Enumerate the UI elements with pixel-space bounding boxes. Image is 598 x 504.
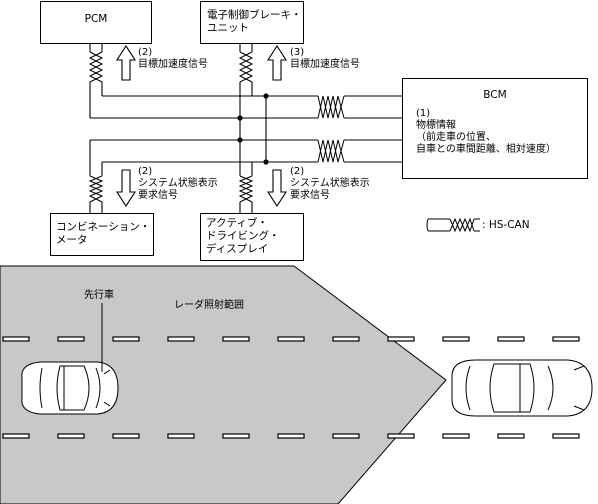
bcm-signal-number: (1) [416, 108, 431, 119]
own-vehicle-icon [451, 359, 593, 417]
bcm-signal-text1: 物標情報 [416, 120, 456, 131]
legend-hs-can-icon [426, 217, 480, 233]
meter-signal-number: (2) [138, 166, 153, 177]
lead-vehicle-icon [21, 361, 119, 415]
pcm-signal-number: (2) [138, 47, 153, 58]
meter-box: コンビネーション・ メータ [50, 213, 154, 256]
radar-range-label: レーダ照射範囲 [174, 300, 244, 311]
add-signal-text1: システム状態表示 [290, 178, 370, 189]
twisted-pair-icons [88, 51, 345, 203]
radar-scene [0, 265, 447, 504]
bcm-signal-text3: 自車との車間距離、相対速度） [416, 144, 556, 155]
ebcu-box: 電子制御ブレーキ・ ユニット [200, 1, 304, 44]
pcm-signal-label: (2) 目標加速度信号 [138, 47, 208, 71]
add-label-line1: アクティブ・ [206, 217, 268, 229]
pcm-box: PCM [40, 1, 152, 44]
add-box: アクティブ・ ドライビング・ ディスプレイ [200, 213, 304, 261]
add-signal-text2: 要求信号 [290, 190, 330, 201]
meter-signal-text2: 要求信号 [138, 190, 178, 201]
bcm-box: BCM [402, 78, 588, 179]
meter-label-line2: メータ [56, 234, 88, 246]
ebcu-label-line1: 電子制御ブレーキ・ [207, 9, 302, 21]
legend-label: : HS-CAN [482, 219, 530, 231]
ebcu-signal-label: (3) 目標加速度信号 [290, 47, 360, 71]
add-label-line2: ドライビング・ [206, 230, 280, 242]
bcm-label: BCM [483, 89, 507, 101]
twisted-pair-horizontal [317, 139, 345, 163]
meter-signal-text1: システム状態表示 [138, 178, 218, 189]
add-signal-number: (2) [290, 166, 305, 177]
lead-vehicle-label: 先行車 [84, 290, 114, 301]
add-label-line3: ディスプレイ [206, 243, 269, 255]
add-signal-label: (2) システム状態表示 要求信号 [290, 166, 370, 202]
bus-junctions [237, 93, 269, 165]
ebcu-label-line2: ユニット [207, 22, 249, 34]
lane-markings [2, 336, 580, 439]
ebcu-signal-text: 目標加速度信号 [290, 59, 360, 70]
bcm-signal-label: (1) 物標情報 （前走車の位置、 自車との車間距離、相対速度） [416, 108, 556, 156]
ebcu-signal-number: (3) [290, 47, 305, 58]
signal-arrows [115, 44, 288, 208]
bcm-signal-text2: （前走車の位置、 [416, 132, 496, 143]
pcm-label: PCM [84, 13, 108, 25]
meter-label-line1: コンビネーション・ [56, 221, 151, 233]
can-bus-wiring [89, 44, 402, 213]
pcm-signal-text: 目標加速度信号 [138, 59, 208, 70]
meter-signal-label: (2) システム状態表示 要求信号 [138, 166, 218, 202]
